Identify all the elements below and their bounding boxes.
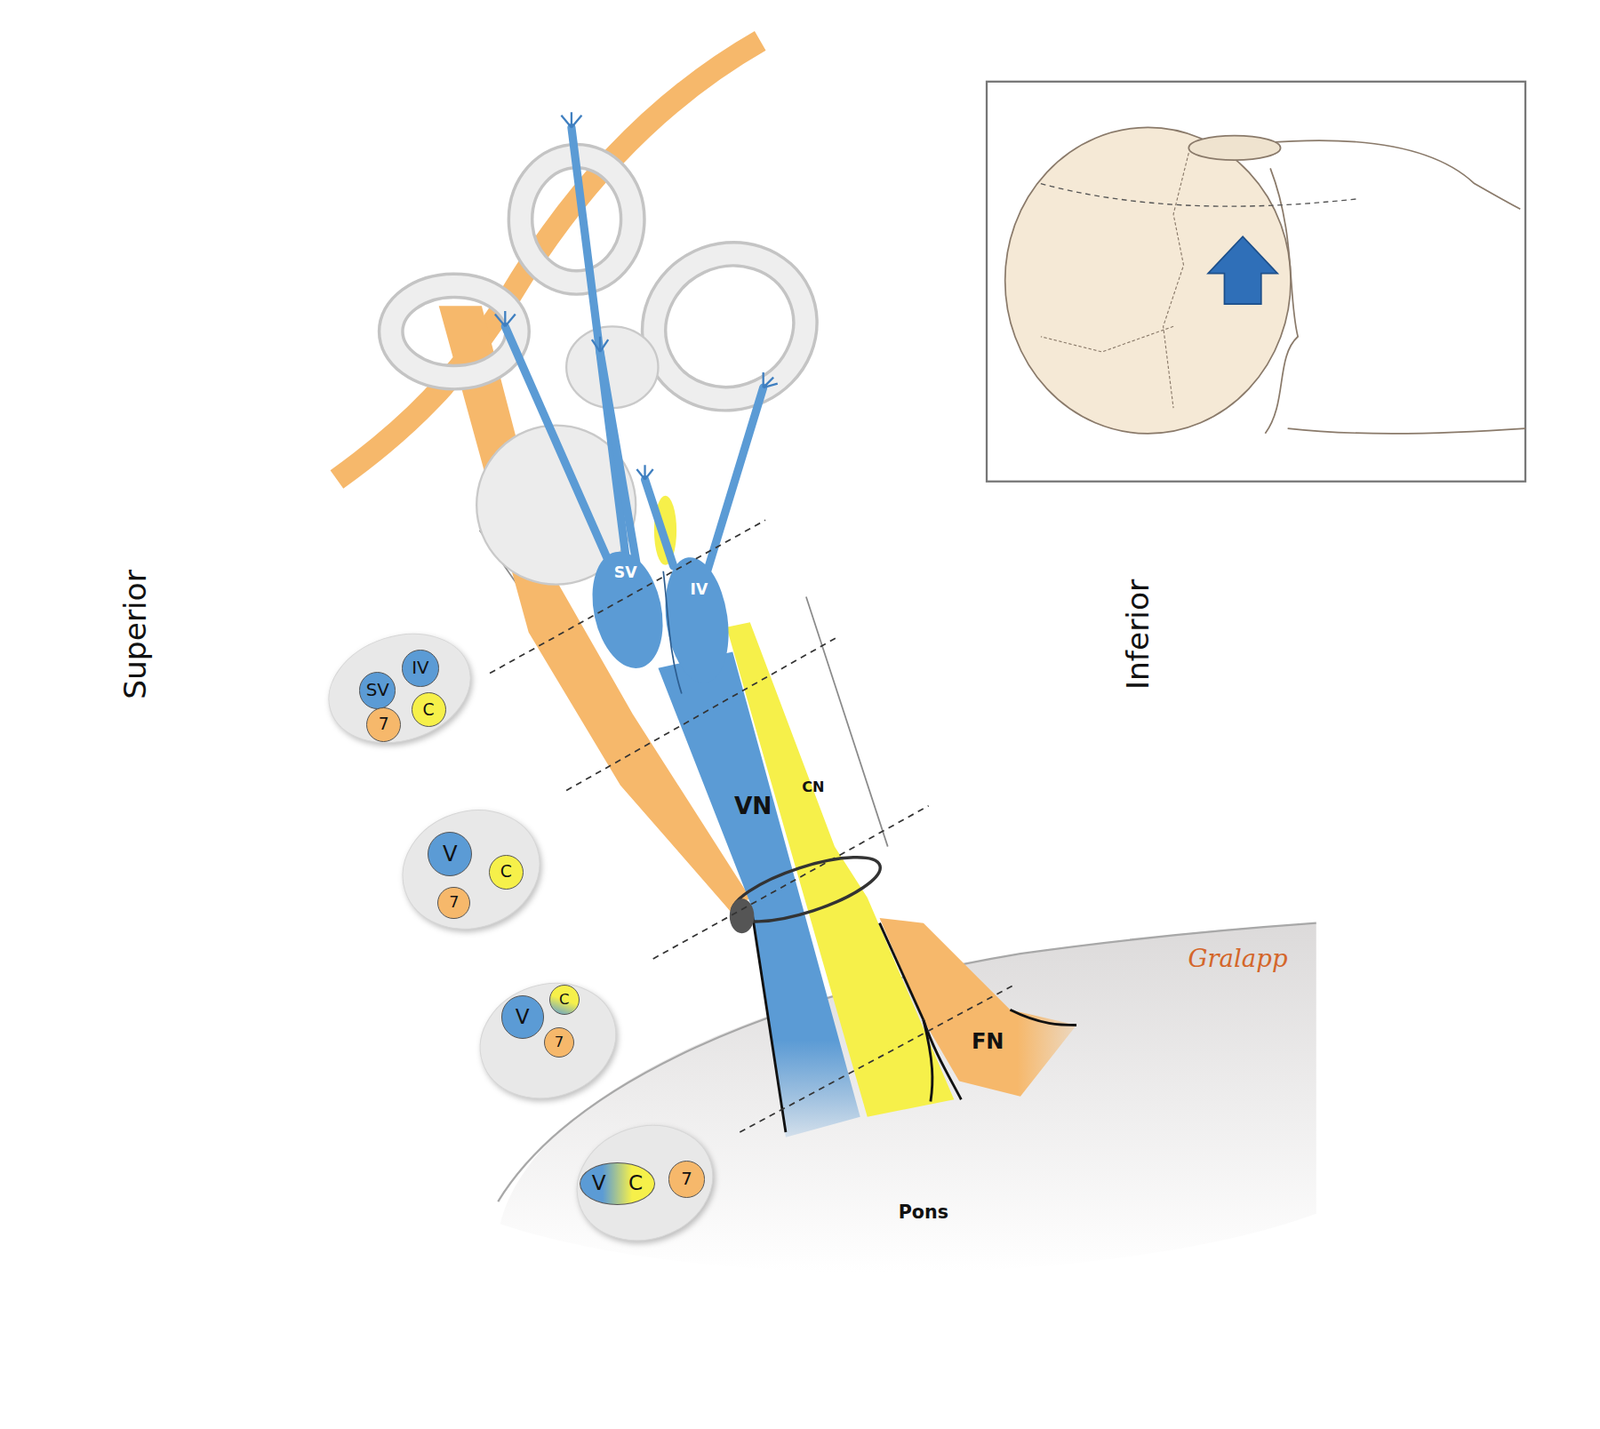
nerve-branch [645, 479, 674, 567]
suture [1040, 326, 1174, 352]
bundle-letter: C [559, 992, 570, 1008]
nerve-endings [495, 112, 778, 480]
cross-section-oval: V C 7 [401, 811, 541, 928]
nerve-bundle-circle: V [501, 995, 544, 1039]
nerve-branch [600, 352, 638, 572]
nerve-bundle-circle: IV [401, 649, 439, 687]
facial-nerve-root [880, 918, 1078, 1097]
bundle-letter: 7 [378, 716, 390, 734]
nerve-label: FN [971, 1031, 1005, 1053]
face-profile [1264, 168, 1298, 433]
nerve-bundle-circle: VC [579, 1162, 656, 1206]
bundle-letter: V [592, 1173, 607, 1194]
nerve-label: SV [614, 566, 638, 582]
ganglion-split [663, 571, 682, 695]
nerve-ending [763, 372, 778, 388]
bundle-letter: 7 [448, 895, 459, 912]
nerve-bundle-circle: SV [359, 672, 396, 709]
nerve-ending [560, 112, 582, 128]
section-line [739, 984, 1016, 1133]
canal-loop [630, 229, 830, 424]
neck-line [1288, 428, 1526, 434]
nerve-bundle-circle: C [488, 855, 524, 890]
suture [1163, 152, 1190, 408]
nerve-label: VN [734, 794, 773, 818]
section-lines [489, 520, 1016, 1133]
direction-label: Superior [119, 569, 150, 700]
oval-shape [387, 792, 556, 947]
nerve-bundle-circle: 7 [366, 707, 401, 743]
oval-shape [561, 1109, 728, 1259]
inset-frame [986, 81, 1526, 482]
ear-outline [1188, 136, 1280, 161]
porus-shadow [729, 898, 755, 934]
direction-label: Inferior [1122, 579, 1153, 690]
nerve-ending [592, 336, 608, 352]
nerve-edge [880, 923, 924, 1021]
nerve-bundle-circle: C [549, 984, 580, 1016]
section-line [653, 806, 929, 960]
view-arrow [1208, 236, 1278, 304]
semicircular-canals [391, 156, 830, 424]
bundle-letter: C [500, 864, 512, 881]
porus-ring [725, 844, 888, 936]
nerve-bundle-circle: C [411, 692, 447, 728]
utricle [566, 326, 658, 408]
canal-loop [391, 285, 518, 377]
bundle-letter: V [442, 843, 458, 865]
dashed-plane [1040, 184, 1358, 208]
oval-shape [464, 966, 631, 1116]
nerve-label: IV [689, 582, 708, 598]
section-line [489, 520, 766, 673]
bundle-letter: IV [411, 659, 429, 678]
bundle-letter: 7 [554, 1035, 565, 1051]
neck-line [1264, 140, 1520, 209]
nerve-branch [571, 127, 628, 571]
bundle-letter: C [628, 1173, 643, 1194]
nerve-branch [704, 387, 764, 582]
bundle-letter: 7 [680, 1170, 693, 1189]
bundle-letter: V [515, 1007, 530, 1028]
vestibular-branches [504, 127, 763, 582]
nerve-edge [923, 1020, 961, 1101]
nerve-ending [495, 311, 516, 327]
superior-ganglion [582, 544, 673, 675]
nerve-label: CN [801, 780, 824, 795]
canal-loop [630, 229, 830, 424]
nerve-edge [752, 912, 786, 1133]
canal-loop [391, 285, 518, 377]
vestibular-nerve [657, 651, 860, 1137]
nerve-bundle-circle: 7 [437, 887, 471, 920]
cross-section-oval: V C 7 [479, 984, 617, 1097]
artist-signature: Gralapp [1187, 946, 1288, 972]
nerve-ending [636, 464, 653, 480]
bundle-letter: C [423, 702, 435, 720]
nerve-bundle-circle: 7 [668, 1160, 705, 1198]
bundle-letter: SV [366, 681, 390, 700]
oval-shape [314, 616, 485, 761]
nerve-edge [923, 1020, 933, 1103]
cross-section-oval: VC 7 [576, 1127, 714, 1240]
section-line [566, 637, 837, 791]
skull-outline [1005, 127, 1291, 433]
inset-drawing [986, 81, 1526, 482]
cross-section-oval: SV IV 7 C [327, 636, 472, 741]
nerve-edge [1009, 1009, 1077, 1025]
structure-label: Pons [898, 1202, 949, 1222]
